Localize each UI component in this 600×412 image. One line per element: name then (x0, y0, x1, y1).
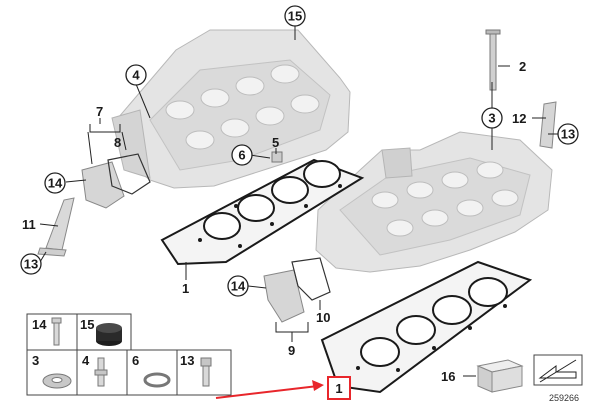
label-8[interactable]: 8 (114, 135, 121, 150)
bracket-right (539, 101, 557, 149)
callout-14-mid[interactable]: 14 (227, 275, 249, 297)
label-10[interactable]: 10 (316, 310, 330, 325)
cylinder-head-lower (315, 131, 553, 273)
sealing-ring-icon (143, 372, 171, 388)
label-11[interactable]: 11 (22, 217, 36, 232)
seal-ring-upper (107, 153, 151, 195)
callout-14-left[interactable]: 14 (44, 172, 66, 194)
svg-text:14: 14 (48, 176, 63, 191)
legend-label-13: 13 (180, 353, 194, 368)
callout-13-left[interactable]: 13 (20, 253, 42, 275)
sensor-part-5 (271, 151, 283, 163)
label-16[interactable]: 16 (441, 369, 455, 384)
bracket-left (37, 197, 75, 257)
svg-text:13: 13 (561, 127, 575, 142)
head-gasket-upper (160, 158, 365, 266)
label-5[interactable]: 5 (272, 135, 279, 150)
label-9[interactable]: 9 (288, 343, 295, 358)
legend-label-15: 15 (80, 317, 94, 332)
washer-icon (42, 373, 72, 389)
svg-text:4: 4 (132, 68, 140, 83)
socket-screw-icon (200, 357, 212, 387)
svg-text:6: 6 (238, 148, 245, 163)
seal-ring-lower (291, 257, 331, 301)
svg-text:14: 14 (231, 279, 246, 294)
cover-plate-lower (263, 269, 305, 323)
bolt-icon (51, 317, 62, 346)
legend-label-3: 3 (32, 353, 39, 368)
callout-13-right[interactable]: 13 (557, 123, 579, 145)
cylinder-head-bolt (485, 29, 501, 91)
highlight-box-part-1[interactable]: 1 (327, 376, 351, 400)
grommet-icon (96, 323, 122, 346)
fastener-legend: 14 15 3 4 6 13 (26, 313, 232, 396)
highlight-arrow (215, 380, 324, 399)
svg-text:13: 13 (24, 257, 38, 272)
image-reference: 259266 (533, 354, 583, 403)
leader-lines (39, 26, 558, 377)
legend-label-14: 14 (32, 317, 47, 332)
callout-3[interactable]: 3 (481, 107, 503, 129)
callout-15[interactable]: 15 (284, 5, 306, 27)
image-number: 259266 (549, 393, 579, 403)
label-1-left[interactable]: 1 (182, 281, 189, 296)
svg-text:1: 1 (335, 381, 342, 396)
stud-bolt-icon (94, 357, 108, 387)
label-2[interactable]: 2 (519, 59, 526, 74)
label-7[interactable]: 7 (96, 104, 103, 119)
cover-plate-upper (81, 161, 125, 209)
legend-label-4: 4 (82, 353, 90, 368)
label-12[interactable]: 12 (512, 111, 526, 126)
svg-text:3: 3 (488, 111, 495, 126)
legend-label-6: 6 (132, 353, 139, 368)
callout-4[interactable]: 4 (125, 64, 147, 86)
gasket-kit-box (476, 359, 524, 393)
svg-text:15: 15 (288, 9, 302, 24)
callout-6[interactable]: 6 (231, 144, 253, 166)
